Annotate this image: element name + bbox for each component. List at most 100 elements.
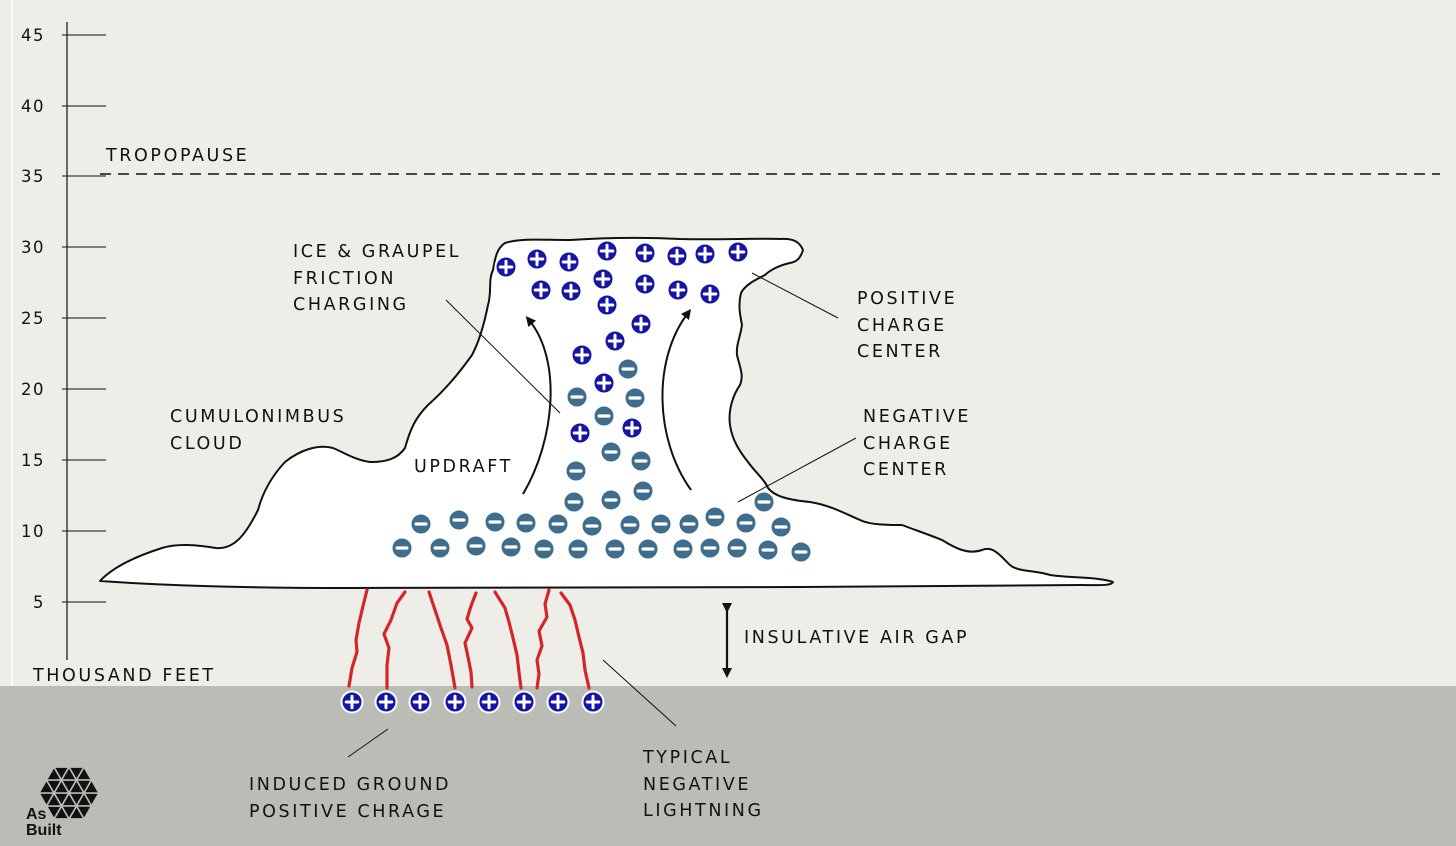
ground-charge-label: INDUCED GROUND POSITIVE CHRAGE xyxy=(249,775,459,822)
positive-charge xyxy=(557,250,581,274)
lightning-bolt xyxy=(427,590,457,690)
negative-charge xyxy=(592,404,616,428)
lightning-bolt xyxy=(382,590,407,690)
negative-charge xyxy=(447,508,471,532)
negative-charge xyxy=(649,512,673,536)
negative-charge xyxy=(514,511,538,535)
negative-charge-group xyxy=(390,357,813,564)
axis-tick-label: 25 xyxy=(21,309,45,328)
negative-charge xyxy=(789,540,813,564)
leader-ice-friction xyxy=(445,299,561,414)
positive-charge xyxy=(633,241,657,265)
altitude-axis: 45 40 35 30 25 20 15 10 5 THOUSAND FEET xyxy=(21,22,216,686)
leader-ground-charge xyxy=(347,728,389,758)
negative-charge xyxy=(756,538,780,562)
negative-charge xyxy=(428,536,452,560)
negative-charge xyxy=(752,490,776,514)
ground xyxy=(0,686,1456,846)
positive-charge xyxy=(603,329,627,353)
positive-charge xyxy=(693,242,717,266)
ground-charge-group xyxy=(340,690,605,714)
lightning-label: TYPICAL NEGATIVE LIGHTNING xyxy=(642,748,764,821)
negative-charge xyxy=(565,385,589,409)
positive-charge xyxy=(698,282,722,306)
positive-charge xyxy=(568,421,592,445)
negative-charge xyxy=(631,479,655,503)
negative-charge xyxy=(599,488,623,512)
negative-charge xyxy=(483,510,507,534)
positive-charge xyxy=(477,690,501,714)
negative-charge xyxy=(629,449,653,473)
logo-hexagon-icon xyxy=(37,765,101,821)
positive-charge xyxy=(340,690,364,714)
positive-charge xyxy=(591,267,615,291)
positive-charge xyxy=(494,255,518,279)
axis-tick-label: 40 xyxy=(21,97,45,116)
lightning-bolt xyxy=(493,590,523,690)
lightning-bolt xyxy=(535,588,551,690)
negative-charge xyxy=(499,535,523,559)
cumulonimbus-label: CUMULONIMBUS CLOUD xyxy=(170,407,354,454)
leader-negative-center xyxy=(737,437,857,503)
lightning-bolt xyxy=(463,591,478,689)
negative-charge xyxy=(546,512,570,536)
negative-charge xyxy=(734,511,758,535)
ice-friction-label: ICE & GRAUPEL FRICTION CHARGING xyxy=(293,242,469,315)
axis-tick-label: 15 xyxy=(21,451,45,470)
logo-text-line1: As xyxy=(26,806,47,823)
negative-charge xyxy=(698,536,722,560)
leader-lightning xyxy=(602,659,677,727)
positive-charge-group xyxy=(494,239,750,445)
logo-text-line2: Built xyxy=(26,822,62,839)
positive-charge xyxy=(559,279,583,303)
negative-charge xyxy=(532,537,556,561)
negative-charge xyxy=(566,537,590,561)
positive-charge xyxy=(546,690,570,714)
positive-charge xyxy=(629,312,653,336)
positive-charge xyxy=(633,272,657,296)
positive-charge xyxy=(374,690,398,714)
positive-center-label: POSITIVE CHARGE CENTER xyxy=(857,289,965,362)
negative-charge xyxy=(580,514,604,538)
negative-charge xyxy=(671,537,695,561)
axis-tick-label: 20 xyxy=(21,380,45,399)
negative-charge xyxy=(636,537,660,561)
negative-charge xyxy=(409,512,433,536)
negative-charge xyxy=(390,536,414,560)
tropopause-label: TROPOPAUSE xyxy=(105,146,249,166)
positive-charge xyxy=(665,244,689,268)
negative-charge xyxy=(603,537,627,561)
lightning-bolt xyxy=(559,591,591,690)
positive-charge xyxy=(581,690,605,714)
air-gap-label: INSULATIVE AIR GAP xyxy=(744,628,969,648)
lightning-group xyxy=(347,588,591,690)
positive-charge xyxy=(726,240,750,264)
updraft-arrow-right xyxy=(661,309,692,491)
negative-charge xyxy=(623,386,647,410)
negative-center-label: NEGATIVE CHARGE CENTER xyxy=(863,407,979,480)
positive-charge xyxy=(408,690,432,714)
negative-charge xyxy=(599,440,623,464)
positive-charge xyxy=(512,690,536,714)
axis-unit-label: THOUSAND FEET xyxy=(32,666,216,686)
positive-charge xyxy=(595,239,619,263)
positive-charge xyxy=(525,247,549,271)
axis-tick-label: 5 xyxy=(33,593,45,612)
negative-charge xyxy=(564,459,588,483)
axis-tick-label: 30 xyxy=(21,238,45,257)
positive-charge xyxy=(443,690,467,714)
negative-charge xyxy=(562,490,586,514)
positive-charge xyxy=(620,416,644,440)
positive-charge xyxy=(570,343,594,367)
axis-tick-label: 35 xyxy=(21,167,45,186)
as-built-logo: As Built xyxy=(26,765,101,839)
negative-charge xyxy=(616,357,640,381)
negative-charge xyxy=(464,534,488,558)
negative-charge xyxy=(769,515,793,539)
lightning-bolt xyxy=(347,588,369,688)
negative-charge xyxy=(725,536,749,560)
axis-tick-label: 45 xyxy=(21,26,45,45)
negative-charge xyxy=(677,512,701,536)
axis-tick-label: 10 xyxy=(21,522,45,541)
